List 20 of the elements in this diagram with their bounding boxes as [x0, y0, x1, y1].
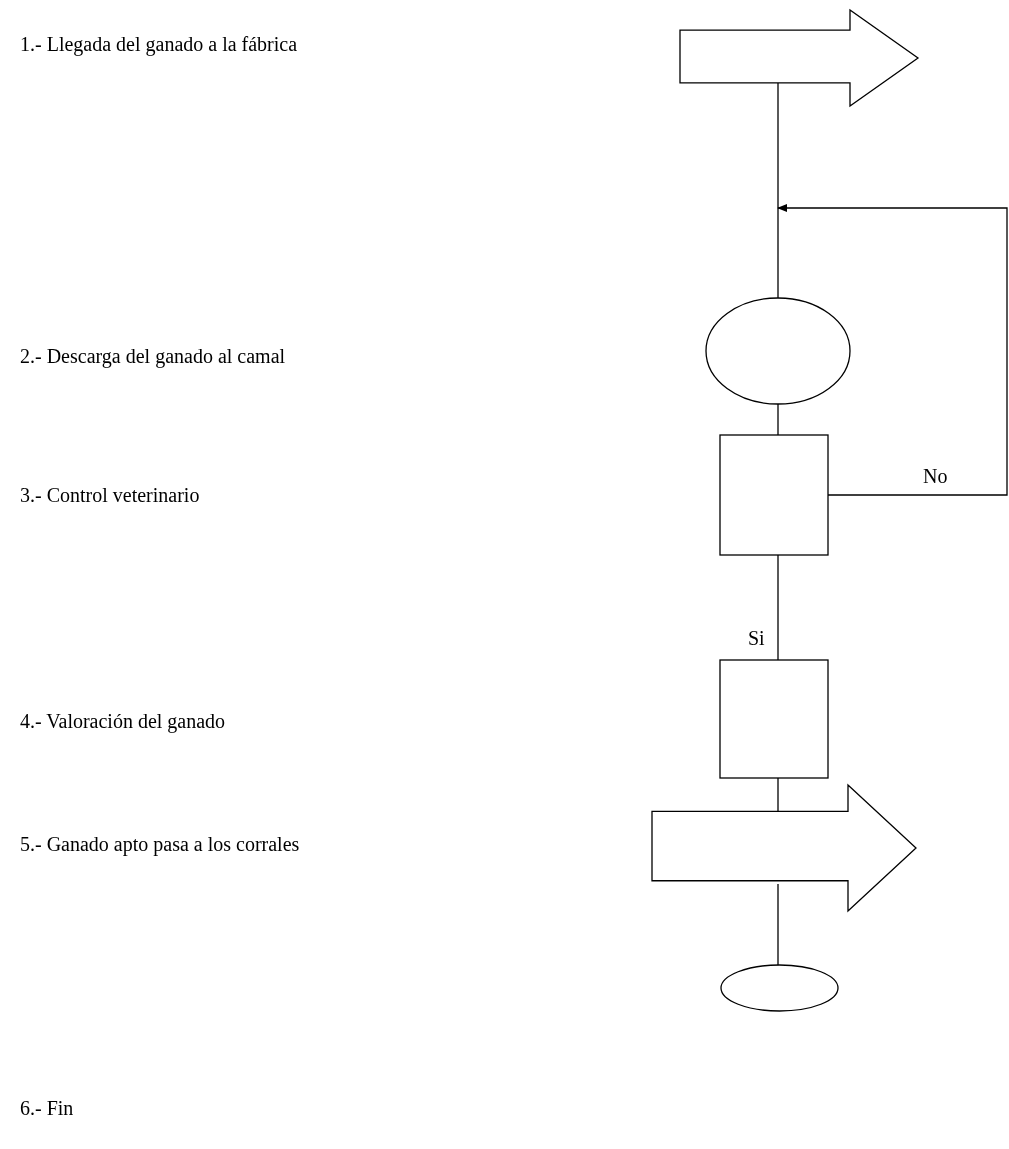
- process-box: [719, 659, 829, 779]
- step-label: 2.- Descarga del ganado al camal: [20, 345, 286, 368]
- edge-label: No: [922, 466, 949, 486]
- connector-line: [777, 403, 779, 436]
- terminal-ellipse: [720, 964, 839, 1012]
- connector-line: [777, 777, 779, 813]
- step-label: 3.- Control veterinario: [20, 484, 200, 507]
- step-label: 6.- Fin: [20, 1097, 74, 1120]
- process-box: [719, 434, 829, 556]
- step-label: 4.- Valoración del ganado: [20, 710, 226, 733]
- edge-label: Si: [747, 628, 766, 648]
- terminal-ellipse: [705, 297, 851, 405]
- connector-line: [777, 883, 779, 966]
- block-arrow: [679, 8, 920, 108]
- arrow: [777, 204, 1008, 496]
- step-label: 1.- Llegada del ganado a la fábrica: [20, 33, 298, 56]
- step-label: 5.- Ganado apto pasa a los corrales: [20, 833, 300, 856]
- block-arrow: [651, 783, 917, 913]
- connector-line: [777, 81, 779, 299]
- connector-line: [777, 554, 779, 661]
